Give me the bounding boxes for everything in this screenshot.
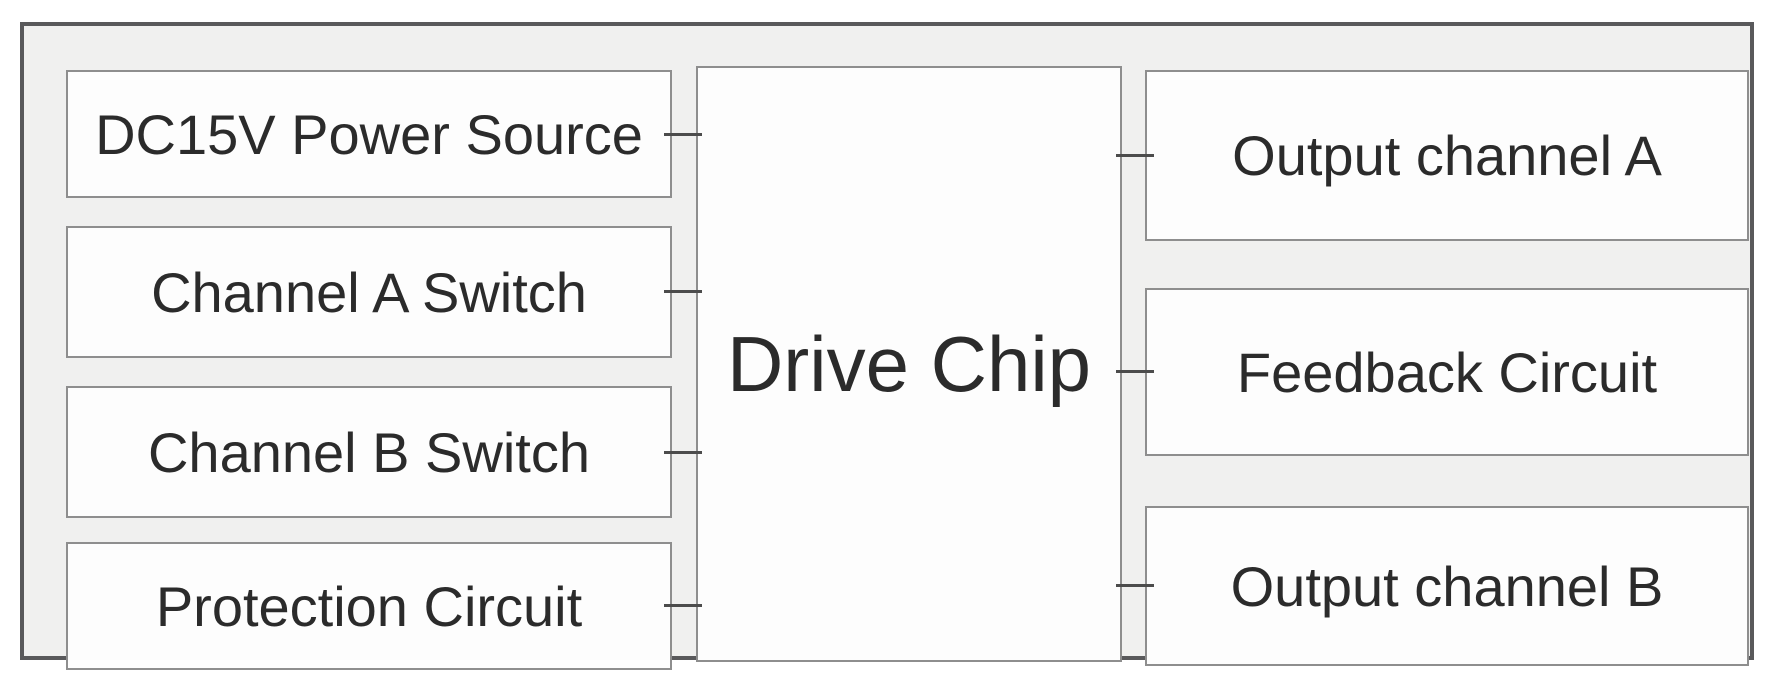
block-feedback-circuit: Feedback Circuit: [1145, 288, 1749, 456]
block-drive-chip-label: Drive Chip: [726, 319, 1092, 408]
block-dc15v-power-source-label: DC15V Power Source: [95, 102, 643, 166]
block-protection-circuit: Protection Circuit: [66, 542, 672, 670]
block-channel-a-switch-label: Channel A Switch: [151, 260, 587, 324]
connector-dc15v-power-source-to-drive-chip: [664, 133, 702, 136]
block-dc15v-power-source: DC15V Power Source: [66, 70, 672, 198]
block-output-channel-b-label: Output channel B: [1230, 554, 1664, 618]
block-channel-a-switch: Channel A Switch: [66, 226, 672, 358]
block-channel-b-switch-label: Channel B Switch: [147, 420, 590, 484]
block-output-channel-b: Output channel B: [1145, 506, 1749, 666]
connector-drive-chip-to-output-channel-a: [1116, 154, 1154, 157]
block-protection-circuit-label: Protection Circuit: [155, 574, 583, 638]
block-feedback-circuit-label: Feedback Circuit: [1236, 340, 1658, 404]
block-output-channel-a: Output channel A: [1145, 70, 1749, 241]
block-drive-chip: Drive Chip: [696, 66, 1122, 662]
block-output-channel-a-label: Output channel A: [1232, 124, 1662, 187]
connector-drive-chip-to-feedback-circuit: [1116, 370, 1154, 373]
connector-channel-b-switch-to-drive-chip: [664, 451, 702, 454]
diagram-frame: DC15V Power Source Channel A Switch Chan…: [20, 22, 1754, 670]
connector-channel-a-switch-to-drive-chip: [664, 290, 702, 293]
block-channel-b-switch: Channel B Switch: [66, 386, 672, 518]
connector-protection-circuit-to-drive-chip: [664, 604, 702, 607]
connector-drive-chip-to-output-channel-b: [1116, 584, 1154, 587]
